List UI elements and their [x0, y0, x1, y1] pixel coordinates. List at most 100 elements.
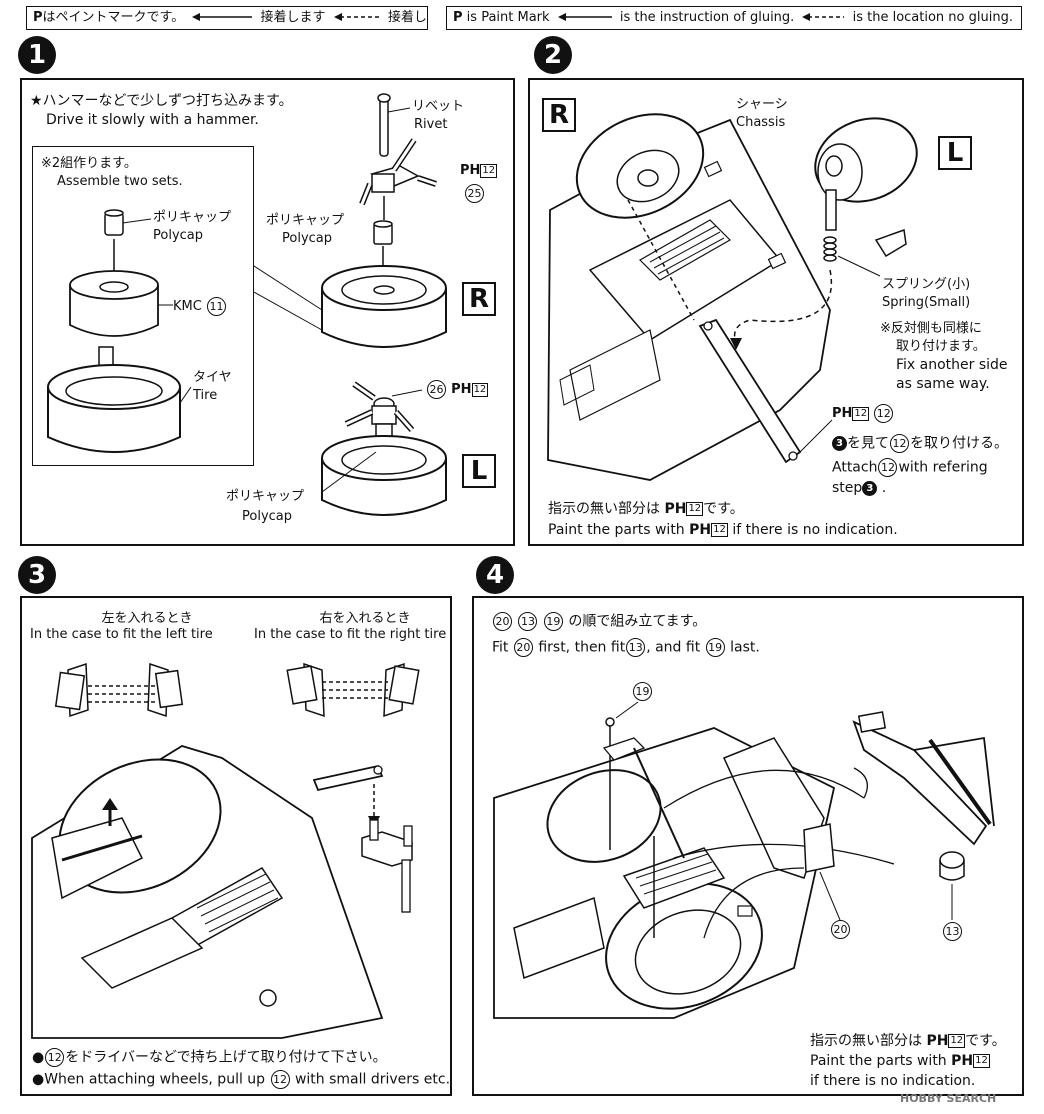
step1-polycap-jp-a: ポリキャップ [153, 210, 232, 225]
step3-ref-dot-b: 3 [862, 480, 878, 496]
step2-chassis-en: Chassis [736, 115, 786, 130]
part-13-circle-c: 13 [943, 922, 962, 941]
step2-spring-en: Spring(Small) [882, 295, 971, 310]
step2-badge: 2 [534, 36, 572, 74]
step1-two-sets-en: Assemble two sets. [57, 174, 183, 189]
step1-assemble-inset: ※2組作ります。 Assemble two sets. ポリキャップ Polyc… [32, 146, 254, 466]
legend-jp-paint: はペイントマークです。 [42, 10, 185, 25]
step-word: step [832, 480, 863, 496]
paint-jp-b: です。 [703, 501, 744, 517]
paint-jp-a: 指示の無い部分は [548, 501, 660, 517]
step2-chassis-drawing [547, 113, 918, 481]
part-25-circle: 25 [465, 184, 484, 203]
paint-en-b: if there is no indication. [732, 522, 898, 538]
no-glue-arrow-icon-en [802, 13, 845, 21]
part-12-circle-s2b: 12 [890, 434, 909, 453]
paint-mark-symbol: P [33, 10, 43, 25]
step3-panel: 左を入れるとき In the case to fit the left tire… [20, 596, 452, 1096]
step4-paint-en-2: if there is no indication. [810, 1073, 976, 1089]
part-13-circle-b: 13 [626, 638, 646, 657]
part-25-label: 25 [464, 184, 485, 203]
step2-spring-jp: スプリング(小) [882, 277, 971, 292]
step2-other-en1: Fix another side [896, 357, 1008, 373]
part-13-callout: 13 [942, 922, 963, 941]
paint-en-a: Paint the parts with [548, 522, 685, 538]
step2-r-label: R [542, 98, 576, 132]
note-en-b: with small drivers etc. [294, 1071, 451, 1088]
step1-polycap-jp-b: ポリキャップ [266, 213, 345, 228]
step1-rivet-jp: リベット [412, 99, 465, 114]
step1-polycap-en-a: Polycap [153, 228, 204, 243]
step3-left-en: In the case to fit the left tire [30, 627, 213, 642]
part-20-callout: 20 [830, 920, 851, 939]
legend-en-paint: is Paint Mark [466, 10, 550, 25]
legend-jp-noglue: 接着しません [387, 10, 427, 25]
ph-mark-26: PH [451, 382, 472, 397]
fit-d: last. [730, 639, 760, 656]
legend-en: P is Paint Mark is the instruction of gl… [446, 6, 1022, 30]
order-jp: の順で組み立てます。 [568, 613, 707, 630]
step1-badge: 1 [18, 36, 56, 74]
step1-polycap-en-b: Polycap [282, 231, 333, 246]
step3-right-en: In the case to fit the right tire [254, 627, 447, 642]
refer-jp-b: を取り付ける。 [910, 435, 1008, 452]
step3-right-jp: 右を入れるとき [319, 611, 411, 626]
legend-jp: Pはペイントマークです。 接着します 接着しません [26, 6, 428, 30]
ph-mark-s2e: PH [689, 522, 712, 538]
step3-ref-dot: 3 [832, 436, 847, 451]
ph-mark-s4b: PH [951, 1053, 974, 1069]
step3-note-en: ●When attaching wheels, pull up 12 with … [32, 1070, 451, 1089]
step1-two-sets-jp: ※2組作ります。 [41, 156, 137, 171]
step2-other-jp1: ※反対側も同様に [880, 321, 982, 336]
step3-left-jp: 左を入れるとき [101, 611, 193, 626]
glue-arrow-icon [192, 13, 253, 21]
ph-mark: PH [460, 163, 481, 178]
step1-rl-wheels-drawing [253, 93, 447, 516]
ph-num-box-26: 12 [471, 382, 489, 397]
part-12-circle-s2: 12 [874, 404, 894, 423]
paint-mark-symbol-en: P [453, 10, 463, 25]
step3-tire-fitting-drawing [31, 662, 420, 1039]
refer-jp-a: を見て [847, 435, 889, 452]
note-en-a: When attaching wheels, pull up [44, 1071, 266, 1088]
step4-panel: 20 13 19 の順で組み立てます。 Fit 20 first, then f… [472, 596, 1024, 1096]
step1-l-label: L [462, 454, 496, 488]
step2-panel: R シャーシ Chassis L スプリング(小) Spring(Small) … [528, 78, 1024, 546]
step1-polycap-en-c: Polycap [242, 509, 293, 524]
ph-num-box-s2d: 12 [686, 502, 704, 516]
step4-order-jp: 20 13 19 の順で組み立てます。 [492, 612, 706, 631]
legend-en-noglue: is the location no gluing. [852, 10, 1013, 25]
step2-other-jp2: 取り付けます。 [896, 339, 986, 354]
step1-tire-en: Tire [193, 388, 218, 403]
no-glue-arrow-icon [333, 13, 380, 21]
step4-badge: 4 [476, 556, 514, 594]
ph-num-box-s4b: 12 [973, 1054, 990, 1068]
step4-assembly-drawing [493, 701, 995, 1019]
attach-en-b: with refering [898, 459, 988, 476]
part-19-circle-b: 19 [705, 638, 725, 657]
ph-num-box-s4: 12 [948, 1034, 966, 1048]
paint-jp-a-s4: 指示の無い部分は [810, 1033, 922, 1049]
part-20-circle-c: 20 [831, 920, 850, 939]
attach-en-a: Attach [832, 459, 878, 476]
glue-arrow-icon-en [557, 13, 612, 21]
ph-num-box-s2e: 12 [711, 523, 728, 537]
step2-other-en2: as same way. [896, 376, 990, 392]
part-20-circle-a: 20 [493, 612, 512, 631]
ph-mark-s2d: PH [664, 501, 687, 517]
part-11-circle: 11 [206, 297, 226, 316]
ph-mark-s4: PH [926, 1033, 949, 1049]
legend-en-glue: is the instruction of gluing. [619, 10, 795, 25]
step3-badge: 3 [18, 556, 56, 594]
step2-l-label: L [938, 136, 972, 170]
step1-rivet-en: Rivet [414, 117, 448, 132]
part-19-circle-a: 19 [543, 612, 563, 631]
fit-b: first, then fit [538, 639, 626, 656]
